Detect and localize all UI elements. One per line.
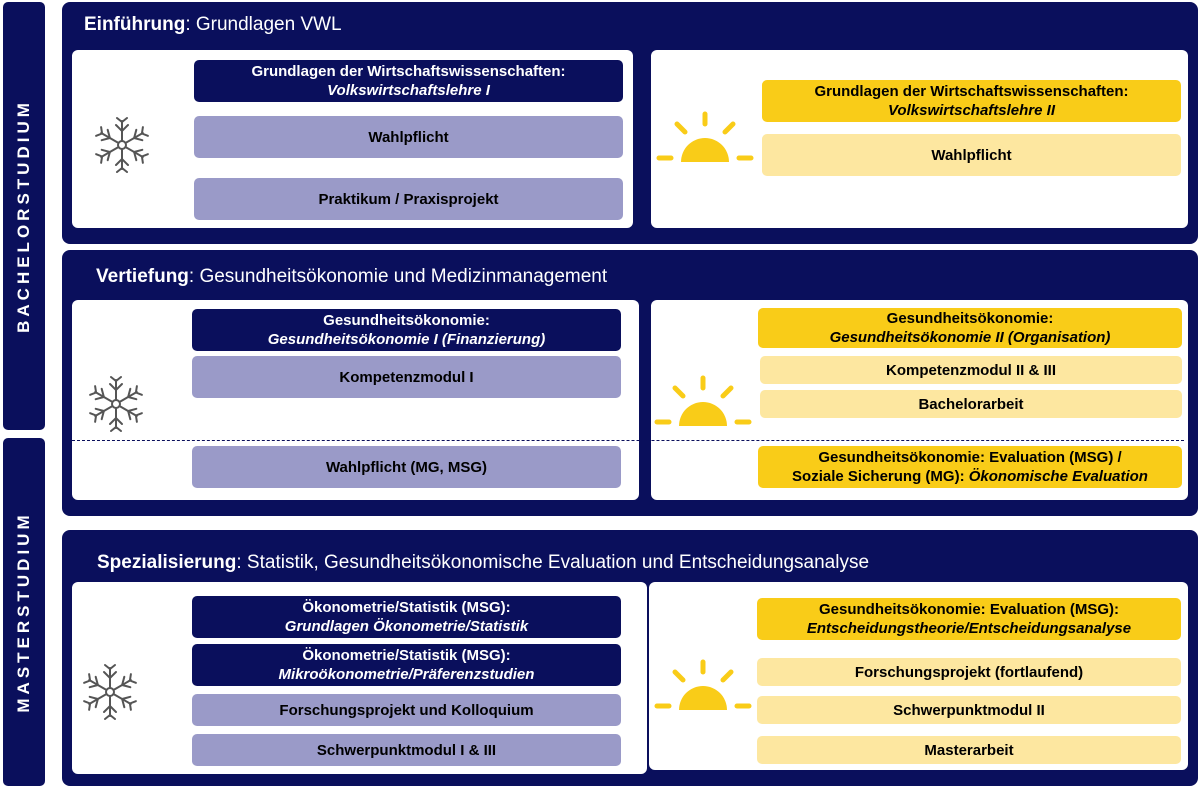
module-evaluation-msg: Gesundheitsökonomie: Evaluation (MSG) / … (758, 446, 1182, 488)
bachelor-label-text: BACHELORSTUDIUM (14, 99, 33, 333)
sun-icon (656, 111, 754, 162)
module-vwl1: Grundlagen der Wirtschaftswissenschaften… (194, 60, 623, 102)
module-wahlpflicht: Wahlpflicht (194, 116, 623, 158)
master-label: MASTERSTUDIUM (3, 438, 45, 786)
module-schwerpunkt-2: Schwerpunktmodul II (757, 696, 1181, 724)
module-praktikum: Praktikum / Praxisprojekt (194, 178, 623, 220)
module-wahlpflicht-mg: Wahlpflicht (MG, MSG) (192, 446, 621, 488)
module-masterarbeit: Masterarbeit (757, 736, 1181, 764)
module-vwl2: Grundlagen der Wirtschaftswissenschaften… (762, 80, 1181, 122)
section-title: Vertiefung: Gesundheitsökonomie und Medi… (96, 266, 608, 287)
module-kompetenz1: Kompetenzmodul I (192, 356, 621, 398)
module-bachelorarbeit: Bachelorarbeit (760, 390, 1182, 418)
section-title: Einführung: Grundlagen VWL (84, 14, 342, 35)
bachelor-label: BACHELORSTUDIUM (3, 2, 45, 430)
summer-panel: Grundlagen der Wirtschaftswissenschaften… (651, 50, 1188, 228)
section-spezialisierung: Spezialisierung: Statistik, Gesundheitsö… (62, 530, 1198, 786)
section-einfuehrung: Einführung: Grundlagen VWL Grundlagen de… (62, 2, 1198, 244)
module-oekonometrie-grundlagen: Ökonometrie/Statistik (MSG): Grundlagen … (192, 596, 621, 638)
bachelor-master-divider (72, 440, 1184, 441)
module-kompetenz2: Kompetenzmodul II & III (760, 356, 1182, 384)
module-entscheidungstheorie: Gesundheitsökonomie: Evaluation (MSG): E… (757, 598, 1181, 640)
winter-panel: Ökonometrie/Statistik (MSG): Grundlagen … (72, 582, 647, 774)
snowflake-icon (94, 117, 150, 173)
section-vertiefung: Vertiefung: Gesundheitsökonomie und Medi… (62, 250, 1198, 516)
section-title: Spezialisierung: Statistik, Gesundheitsö… (97, 552, 870, 573)
module-schwerpunkt-1-3: Schwerpunktmodul I & III (192, 734, 621, 766)
module-gesundheit2: Gesundheitsökonomie: Gesundheitsökonomie… (758, 308, 1182, 348)
snowflake-icon (88, 376, 144, 432)
module-forschungsprojekt-kolloquium: Forschungsprojekt und Kolloquium (192, 694, 621, 726)
module-gesundheit1: Gesundheitsökonomie: Gesundheitsökonomie… (192, 309, 621, 351)
sun-icon (654, 375, 752, 426)
module-forschungsprojekt-fortlaufend: Forschungsprojekt (fortlaufend) (757, 658, 1181, 686)
snowflake-icon (82, 664, 138, 720)
summer-panel: Gesundheitsökonomie: Evaluation (MSG): E… (649, 582, 1188, 770)
master-label-text: MASTERSTUDIUM (14, 511, 33, 713)
module-mikrooekonometrie: Ökonometrie/Statistik (MSG): Mikroökonom… (192, 644, 621, 686)
summer-panel: Gesundheitsökonomie: Gesundheitsökonomie… (651, 300, 1188, 500)
sun-icon (654, 659, 752, 710)
winter-panel: Gesundheitsökonomie: Gesundheitsökonomie… (72, 300, 639, 500)
module-wahlpflicht-summer: Wahlpflicht (762, 134, 1181, 176)
winter-panel: Grundlagen der Wirtschaftswissenschaften… (72, 50, 633, 228)
